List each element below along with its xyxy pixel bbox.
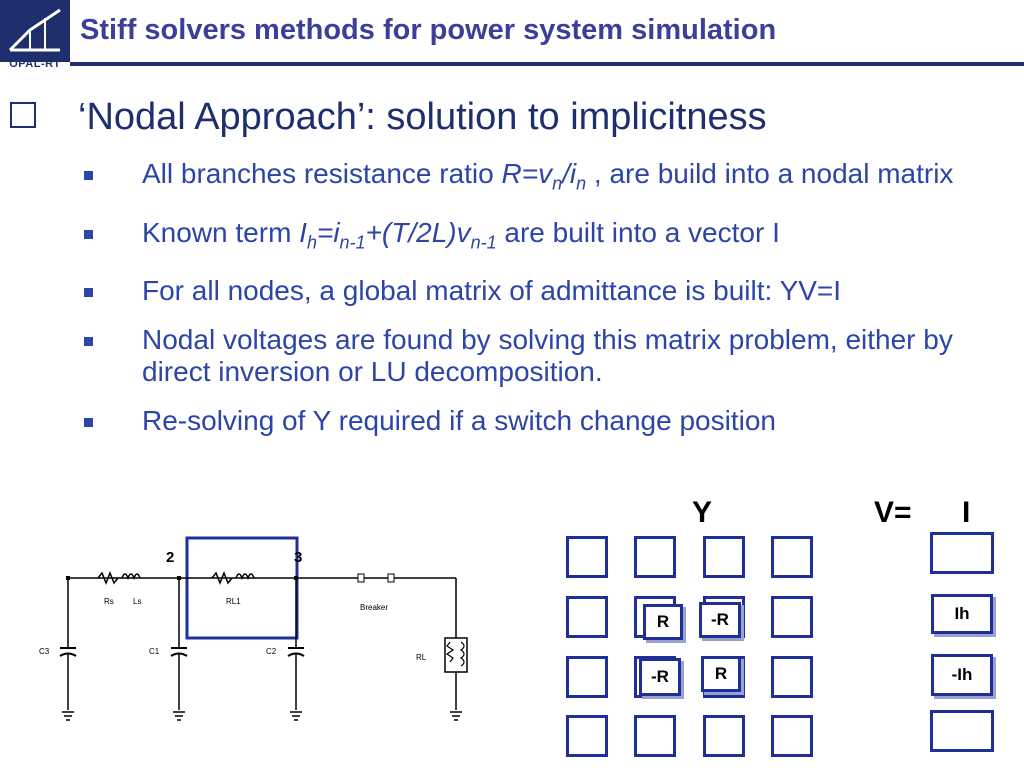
checkbox-bullet-icon bbox=[10, 101, 36, 128]
matrix-entry-r: R bbox=[701, 656, 741, 692]
title-divider bbox=[70, 62, 1024, 66]
bullet-item: Nodal voltages are found by solving this… bbox=[84, 324, 1014, 388]
bullet-item: For all nodes, a global matrix of admitt… bbox=[84, 275, 1014, 307]
label-ls: Ls bbox=[133, 597, 141, 606]
bullet-item: All branches resistance ratio R=vn/in , … bbox=[84, 158, 1014, 200]
label-c1: C1 bbox=[149, 647, 160, 656]
matrix-cell bbox=[634, 715, 676, 757]
matrix-cell bbox=[566, 596, 608, 638]
page-title: Stiff solvers methods for power system s… bbox=[80, 14, 777, 46]
node-label-2: 2 bbox=[166, 549, 174, 566]
matrix-entry-r: R bbox=[643, 604, 683, 640]
node-label-3: 3 bbox=[294, 549, 302, 566]
bullet-item: Re-solving of Y required if a switch cha… bbox=[84, 405, 1014, 437]
inductor-ls-icon bbox=[121, 573, 141, 581]
square-bullet-icon bbox=[84, 337, 93, 347]
matrix-cell bbox=[566, 536, 608, 578]
logo-text: OPAL-RT bbox=[9, 58, 61, 70]
section-heading-text: ‘Nodal Approach’: solution to implicitne… bbox=[78, 96, 767, 138]
matrix-cell bbox=[566, 656, 608, 698]
breaker-icon bbox=[357, 573, 365, 583]
vector-cell bbox=[930, 532, 994, 574]
rl1-highlight-box bbox=[185, 536, 299, 640]
label-rs: Rs bbox=[104, 597, 114, 606]
square-bullet-icon bbox=[84, 288, 93, 298]
capacitor-c1-icon bbox=[170, 652, 188, 657]
label-rl: RL bbox=[416, 653, 427, 662]
resistor-rs-icon bbox=[97, 570, 119, 586]
inductor-rl1-icon bbox=[235, 573, 255, 581]
matrix-entry-neg-r: -R bbox=[699, 602, 741, 638]
matrix-cell bbox=[703, 536, 745, 578]
matrix-cell bbox=[771, 536, 813, 578]
matrix-cell bbox=[566, 715, 608, 757]
matrix-cell bbox=[771, 596, 813, 638]
matrix-entry-neg-r: -R bbox=[639, 658, 681, 696]
label-rl1: RL1 bbox=[226, 597, 241, 606]
square-bullet-icon bbox=[84, 229, 93, 239]
opal-rt-logo bbox=[0, 0, 70, 62]
circuit-diagram: 2 3 Rs Ls RL1 Breaker C3 C1 C2 RL bbox=[39, 536, 468, 721]
matrix-cell bbox=[771, 656, 813, 698]
bullet-item: Known term Ih=in-1+(T/2L)vn-1 are built … bbox=[84, 217, 1014, 259]
label-breaker: Breaker bbox=[360, 603, 388, 612]
capacitor-c2-icon bbox=[287, 652, 305, 657]
label-c2: C2 bbox=[266, 647, 277, 656]
matrix-cell bbox=[703, 715, 745, 757]
section-heading: ‘Nodal Approach’: solution to implicitne… bbox=[10, 96, 767, 139]
matrix-y-label: Y bbox=[692, 496, 713, 529]
capacitor-c3-icon bbox=[59, 652, 77, 657]
vector-cell bbox=[930, 710, 994, 752]
bullet-list: All branches resistance ratio R=vn/in , … bbox=[84, 158, 1014, 454]
square-bullet-icon bbox=[84, 418, 93, 428]
ground-icons bbox=[62, 711, 462, 721]
vector-entry-ih: Ih bbox=[931, 594, 993, 634]
square-bullet-icon bbox=[84, 171, 93, 180]
vector-i-label: I bbox=[962, 496, 971, 529]
vector-entry-neg-ih: -Ih bbox=[931, 654, 993, 696]
matrix-cell bbox=[771, 715, 813, 757]
label-c3: C3 bbox=[39, 647, 50, 656]
vector-v-label: V= bbox=[874, 496, 912, 529]
resistor-rl1-icon bbox=[211, 570, 233, 586]
matrix-cell bbox=[634, 536, 676, 578]
